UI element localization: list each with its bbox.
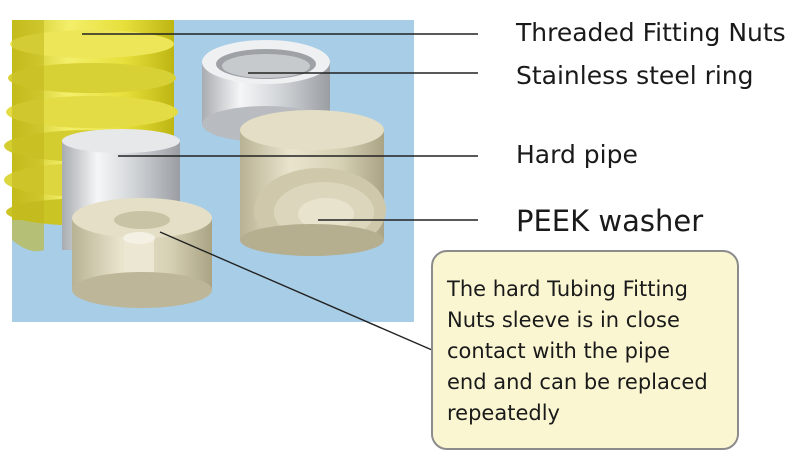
right-peek-washer-shape [240, 110, 386, 256]
leader-lines [82, 33, 478, 351]
callout-text: The hard Tubing Fitting Nuts sleeve is i… [447, 274, 723, 429]
callout-line: end and can be replaced [447, 370, 708, 394]
callout-line: The hard Tubing Fitting [447, 277, 688, 301]
left-peek-washer-shape [72, 198, 212, 308]
callout-line: contact with the pipe [447, 339, 671, 363]
label-stainless-steel-ring: Stainless steel ring [516, 61, 754, 90]
label-hard-pipe: Hard pipe [516, 140, 638, 169]
label-peek-washer: PEEK washer [516, 204, 704, 238]
callout-line: Nuts sleeve is in close [447, 308, 680, 332]
callout-box: The hard Tubing Fitting Nuts sleeve is i… [431, 250, 739, 450]
leader-callout [159, 231, 433, 351]
label-threaded-fitting-nuts: Threaded Fitting Nuts [516, 18, 786, 47]
callout-line: repeatedly [447, 401, 560, 425]
